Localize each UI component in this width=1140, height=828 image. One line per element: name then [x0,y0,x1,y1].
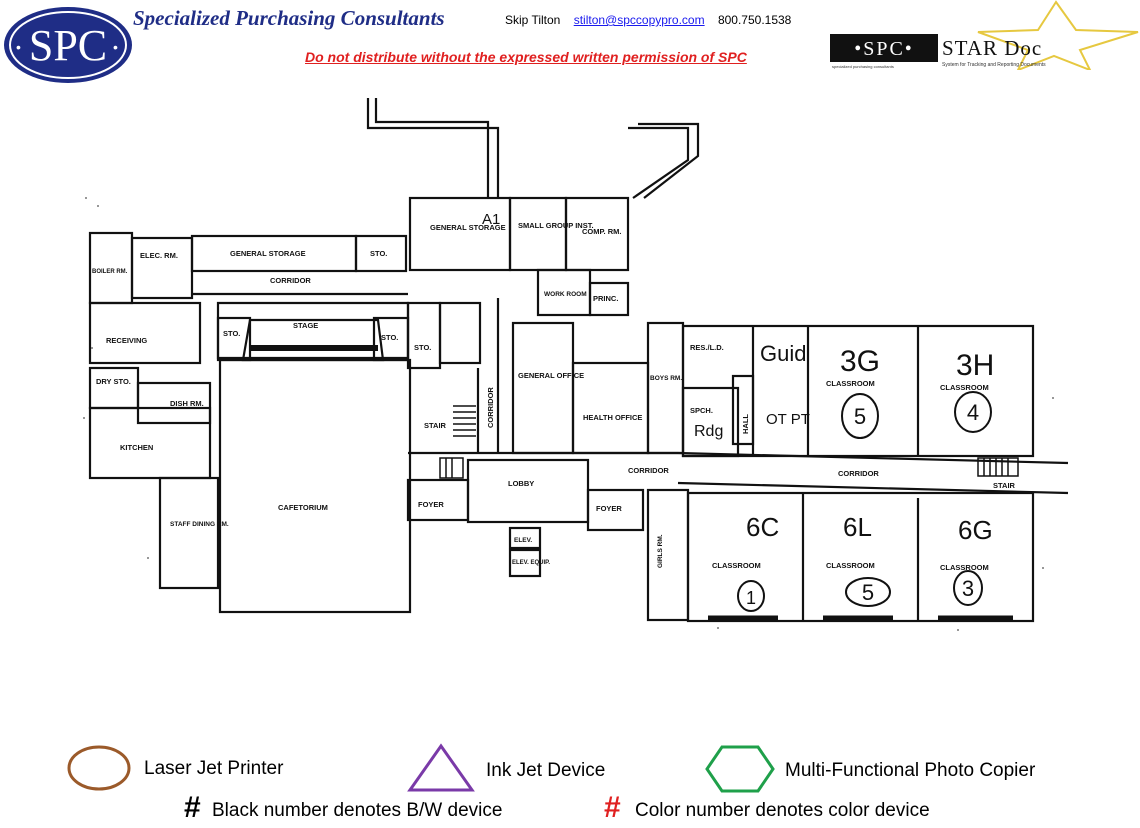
device-circle-6l [845,577,891,607]
room-dish-rm: DISH RM. [170,399,204,408]
mfp-legend-icon [705,745,775,793]
room-sto-b: STO. [223,329,240,338]
spc-logo-text: SPC [29,21,107,70]
room-foyer-a: FOYER [418,500,444,509]
room-hall: HALL [741,414,750,434]
room-classroom-6g: CLASSROOM [940,563,989,572]
spc-logo: SPC • • [4,7,132,83]
handwritten-guid: Guid [760,341,806,366]
handwritten-room-3h: 3H [956,349,994,382]
room-cafetorium: CAFETORIUM [278,503,328,512]
room-comp-rm: COMP. RM. [582,227,621,236]
room-dry-sto: DRY STO. [96,377,131,386]
device-circle-3g [841,393,879,439]
contact-phone: 800.750.1538 [717,13,792,27]
room-sto-d: STO. [414,343,431,352]
floor-plan: GENERAL STORAGE SMALL GROUP INST. COMP. … [83,98,1069,631]
contact-email-link[interactable]: stilton@spccopypro.com [573,13,705,27]
star-logo-sub-left: specialized purchasing consultants [832,64,894,69]
device-circle-6c [737,580,765,612]
room-general-storage-left: GENERAL STORAGE [230,249,306,258]
star-logo-spc: •SPC• [854,38,914,60]
contact-name: Skip Tilton [505,13,561,27]
company-name: Specialized Purchasing Consultants [133,6,445,30]
room-girls-rm: GIRLS RM. [657,534,664,568]
room-lobby: LOBBY [508,479,534,488]
star-logo-sub-right: System for Tracking and Reporting Docume… [942,62,1046,68]
room-stair-a: STAIR [424,421,447,430]
room-corridor-top: CORRIDOR [270,276,311,285]
inkjet-legend-icon [407,743,475,792]
room-elev: ELEV. [514,537,532,544]
room-corridor-right: CORRIDOR [838,469,879,478]
star-logo-title: STAR Doc [942,36,1042,60]
room-corridor-vertical: CORRIDOR [486,387,495,428]
distribution-notice: Do not distribute without the expressed … [305,49,747,65]
room-staff-dining: STAFF DINING RM. [170,521,229,528]
room-work-room: WORK ROOM [544,291,587,298]
handwritten-room-6l: 6L [843,512,872,542]
room-speech: SPCH. [690,406,713,415]
handwritten-ot-pt: OT PT [766,411,810,428]
device-number-6c: 1 [746,588,756,608]
room-elec-rm: ELEC. RM. [140,251,178,260]
room-elev-equip: ELEV. EQUIP. [512,560,550,566]
device-number-6g: 3 [962,576,974,601]
room-receiving: RECEIVING [106,336,147,345]
legend-laser-label: Laser Jet Printer [144,758,284,779]
room-classroom-3h: CLASSROOM [940,383,989,392]
legend-inkjet-label: Ink Jet Device [486,760,606,781]
handwritten-storage-mark: A1 [482,211,500,228]
handwritten-room-6g: 6G [958,515,993,545]
room-classroom-3g: CLASSROOM [826,379,875,388]
room-health-office: HEALTH OFFICE [583,413,642,422]
handwritten-room-6c: 6C [746,512,779,542]
svg-text:•: • [113,39,118,55]
room-boys-rm: BOYS RM. [650,375,682,382]
room-sto-c: STO. [381,333,398,342]
room-classroom-6l: CLASSROOM [826,561,875,570]
room-res-ld: RES./L.D. [690,343,724,352]
handwritten-room-3g: 3G [840,345,880,378]
laser-printer-legend-icon [67,745,131,791]
device-circle-6g [953,570,983,606]
room-small-group: SMALL GROUP INST. [518,221,594,230]
bw-hash-symbol: # [184,791,201,824]
device-number-3g: 5 [854,404,866,429]
device-number-3h: 4 [967,400,979,425]
legend-bw-note: Black number denotes B/W device [212,800,503,821]
room-princ: PRINC. [593,294,618,303]
color-hash-symbol: # [604,791,621,824]
room-sto-a: STO. [370,249,387,258]
legend-mfp-label: Multi-Functional Photo Copier [785,760,1036,781]
room-general-office: GENERAL OFFICE [518,371,584,380]
contact-info: Skip Tilton stilton@spccopypro.com 800.7… [505,13,791,27]
room-stair-b: STAIR [993,481,1016,490]
device-number-6l: 5 [862,580,874,605]
device-circle-3h [954,391,992,433]
room-kitchen: KITCHEN [120,443,153,452]
room-classroom-6c: CLASSROOM [712,561,761,570]
svg-text:•: • [16,39,21,55]
room-foyer-b: FOYER [596,504,622,513]
room-corridor-mid: CORRIDOR [628,466,669,475]
room-general-storage-top: GENERAL STORAGE [430,223,506,232]
room-stage: STAGE [293,321,318,330]
room-boiler: BOILER RM. [92,269,128,275]
handwritten-rdg: Rdg [694,423,723,440]
star-doc-logo: •SPC• STAR Doc specialized purchasing co… [830,0,1139,70]
legend-color-note: Color number denotes color device [635,800,930,821]
